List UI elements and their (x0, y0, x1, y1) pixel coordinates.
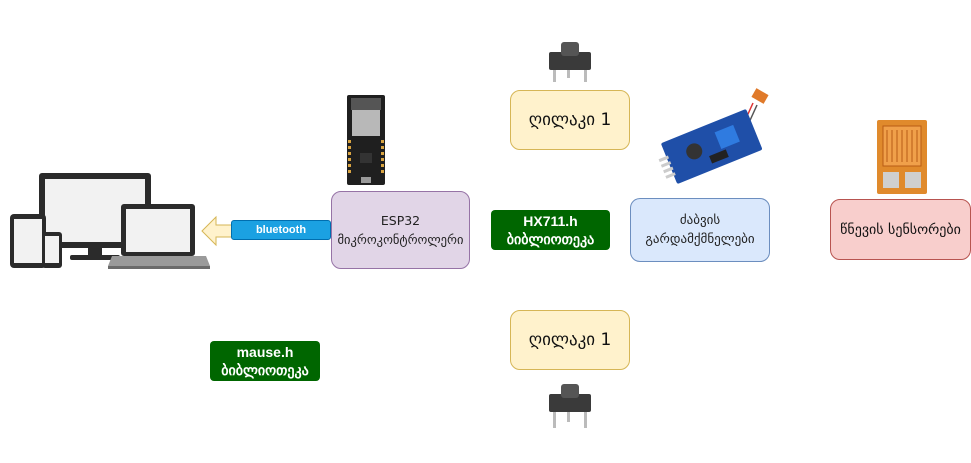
amplifier-line1: ძაბვის (679, 213, 721, 228)
push-button-icon (549, 384, 591, 428)
button-bottom-label: ღილაკი 1 (528, 330, 612, 350)
hx711-library-badge: HX711.h ბიბლიოთეკა (491, 210, 610, 250)
mouse-library-name: mause.h (236, 344, 294, 360)
esp32-board-icon (347, 95, 385, 185)
mouse-library-caption: ბიბლიოთეკა (221, 362, 309, 378)
amplifier-line2: გარდამქმნელები (645, 232, 755, 247)
hx711-module-icon (658, 88, 769, 184)
mouse-library-badge: mause.h ბიბლიოთეკა (210, 341, 320, 381)
push-button-icon (549, 42, 591, 82)
esp32-microcontroller-node: ESP32 მიკროკონტროლერი (331, 191, 470, 269)
button-node-top: ღილაკი 1 (510, 90, 630, 150)
button-top-label: ღილაკი 1 (528, 110, 612, 130)
esp32-subtitle: მიკროკონტროლერი (337, 232, 464, 247)
devices-icon (10, 173, 210, 269)
hx711-library-caption: ბიბლიოთეკა (506, 231, 595, 247)
esp32-title: ESP32 (380, 213, 421, 228)
voltage-amplifier-node: ძაბვის გარდამქმნელები (630, 198, 770, 262)
hx711-library-name: HX711.h (523, 213, 578, 229)
button-node-bottom: ღილაკი 1 (510, 310, 630, 370)
bluetooth-connection-label: bluetooth (231, 220, 331, 240)
force-sensor-icon (877, 120, 927, 194)
pressure-sensor-label: წნევის სენსორები (840, 221, 961, 238)
data-flow-arrow (201, 215, 235, 247)
pressure-sensor-node: წნევის სენსორები (830, 199, 971, 260)
